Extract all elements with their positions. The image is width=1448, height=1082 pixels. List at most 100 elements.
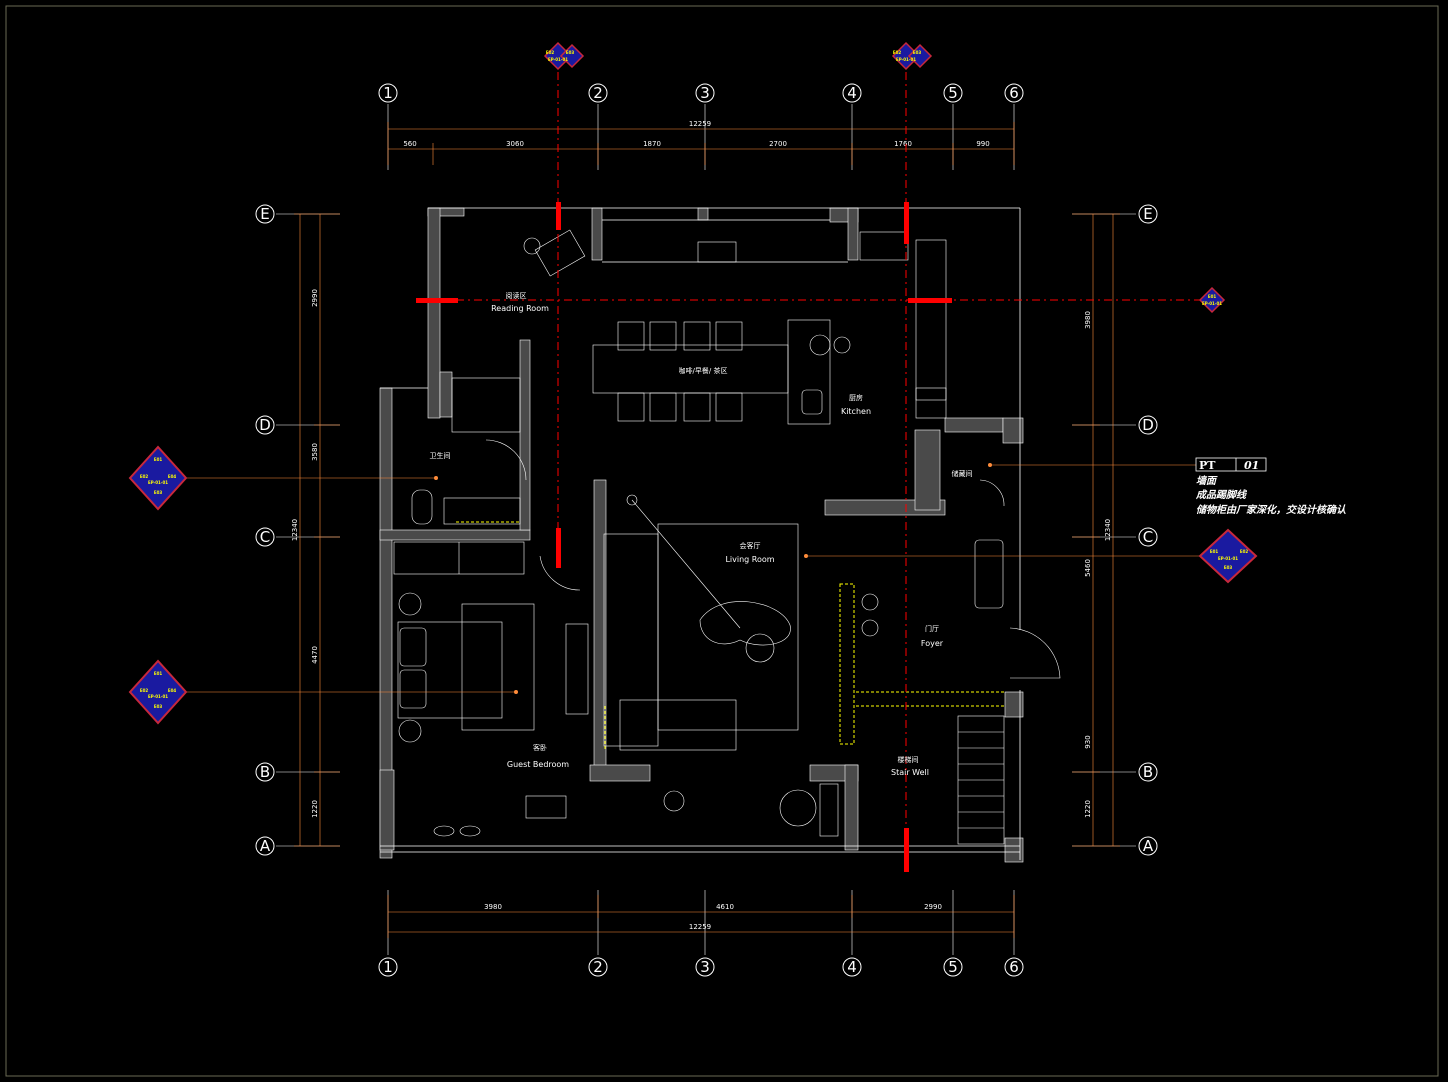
axis-label: 5 xyxy=(948,84,958,102)
room-label-reading-cn: 阅读区 xyxy=(506,291,527,300)
tag-code: E02 xyxy=(1240,549,1249,554)
room-label-stair-cn: 楼梯间 xyxy=(898,755,919,764)
dim-left-seg: 4470 xyxy=(311,646,319,664)
elevation-tag-top-right: E02 E03 EP-01-01 xyxy=(891,41,933,71)
axis-label: 4 xyxy=(847,84,857,102)
room-label-reading-en: Reading Room xyxy=(491,304,549,313)
axis-label: A xyxy=(260,837,271,855)
tag-sheet: EP-01-01 xyxy=(148,480,168,485)
dim-top-seg: 2700 xyxy=(769,140,787,148)
axis-label: 6 xyxy=(1009,84,1019,102)
tag-code: E03 xyxy=(566,50,575,55)
dim-top-seg: 1870 xyxy=(643,140,661,148)
walls xyxy=(379,207,1024,863)
leader-dots xyxy=(434,463,992,694)
tag-code: E04 xyxy=(168,474,177,479)
room-label-foyer-en: Foyer xyxy=(921,639,944,648)
axis-label: B xyxy=(260,763,270,781)
axis-label: 6 xyxy=(1009,958,1019,976)
tag-code: E03 xyxy=(1224,565,1233,570)
tag-code: E03 xyxy=(154,704,163,709)
room-label-guest-en: Guest Bedroom xyxy=(507,760,569,769)
tag-code: E01 xyxy=(154,457,163,462)
room-label-storage-cn: 储藏间 xyxy=(952,469,973,478)
dim-top-seg: 1760 xyxy=(894,140,912,148)
note-line-1: 墙面 xyxy=(1196,475,1218,487)
room-label-living-cn: 会客厅 xyxy=(740,541,761,550)
skirting-highlight xyxy=(456,521,1005,750)
dim-bottom-seg: 3980 xyxy=(484,903,502,911)
axis-label: 2 xyxy=(593,84,603,102)
axis-label: 2 xyxy=(593,958,603,976)
dim-left-seg: 1220 xyxy=(311,800,319,818)
tag-sheet: EP-01-01 xyxy=(148,694,168,699)
dim-right-seg: 3980 xyxy=(1084,311,1092,329)
tag-code: E02 xyxy=(546,50,555,55)
dim-right-seg: 1220 xyxy=(1084,800,1092,818)
dim-left-seg: 3580 xyxy=(311,443,319,461)
tag-sheet: EP-01-01 xyxy=(1202,301,1222,306)
dim-bottom-total: 12259 xyxy=(689,923,711,931)
tag-code: E03 xyxy=(913,50,922,55)
dim-left-seg: 2990 xyxy=(311,289,319,307)
axis-label: E xyxy=(1143,205,1152,223)
tag-code: E01 xyxy=(154,671,163,676)
tag-code: E01 xyxy=(1210,549,1219,554)
elevation-tag-left-bath: E01 E02 E04 E03 EP-01-01 xyxy=(128,445,188,511)
dim-right-seg: 5460 xyxy=(1084,559,1092,577)
section-cut-marks xyxy=(416,202,952,872)
exterior-outline xyxy=(380,207,1021,860)
elevation-tag-top-left: E02 E03 EP-01-01 xyxy=(543,41,585,71)
axis-label: D xyxy=(1142,416,1154,434)
axis-label: 1 xyxy=(383,958,393,976)
elevation-tag-right-living: E01 E02 E03 EP-01-01 xyxy=(1198,528,1258,584)
pt-code: PT xyxy=(1199,459,1216,472)
axis-label: D xyxy=(259,416,271,434)
axis-bubbles-top: 1 2 3 4 5 6 xyxy=(378,83,1024,103)
axis-label: 3 xyxy=(700,84,710,102)
note-line-2: 成品踢脚线 xyxy=(1195,489,1248,501)
bottom-dimension-lines xyxy=(387,895,1015,938)
top-dimension-lines xyxy=(387,122,1015,165)
sheet-frame xyxy=(5,5,1439,1077)
room-label-foyer-cn: 门厅 xyxy=(925,624,939,633)
tag-sheet: EP-01-01 xyxy=(896,57,916,62)
room-label-stair-en: Stair Well xyxy=(891,768,929,777)
leader-lines xyxy=(184,464,1200,693)
dim-bottom-seg: 2990 xyxy=(924,903,942,911)
tag-sheet: EP-01-01 xyxy=(1218,556,1238,561)
axis-label: 3 xyxy=(700,958,710,976)
room-label-bath-cn: 卫生间 xyxy=(430,451,451,460)
pt-number: 01 xyxy=(1244,459,1259,472)
elevation-tag-right-top: E01 EP-01-01 xyxy=(1198,286,1226,314)
right-dimension-lines xyxy=(1072,213,1120,847)
tag-code: E02 xyxy=(140,474,149,479)
axis-label: B xyxy=(1143,763,1153,781)
column-grid-lines xyxy=(387,104,1015,955)
axis-label: E xyxy=(260,205,269,223)
dim-top-seg: 3060 xyxy=(506,140,524,148)
dim-top-seg: 990 xyxy=(976,140,989,148)
dim-right-total: 12340 xyxy=(1104,519,1112,541)
axis-label: A xyxy=(1143,837,1154,855)
axis-label: 1 xyxy=(383,84,393,102)
furniture xyxy=(393,229,1061,845)
elevation-tag-left-bedroom: E01 E02 E04 E03 EP-01-01 xyxy=(128,659,188,725)
axis-label: 4 xyxy=(847,958,857,976)
axis-bubbles-right: E D C B A xyxy=(1138,204,1158,856)
dim-left-total: 12340 xyxy=(291,519,299,541)
tag-code: E01 xyxy=(1208,294,1217,299)
axis-label: 5 xyxy=(948,958,958,976)
dim-top-seg: 560 xyxy=(403,140,416,148)
axis-bubbles-bottom: 1 2 3 4 5 6 xyxy=(378,957,1024,977)
left-dimension-lines xyxy=(294,213,340,847)
room-label-guest-cn: 客卧 xyxy=(533,743,547,752)
axis-label: C xyxy=(1143,528,1153,546)
dim-right-seg: 930 xyxy=(1084,735,1092,748)
axis-bubbles-left: E D C B A xyxy=(255,204,275,856)
tag-code: E02 xyxy=(893,50,902,55)
dim-top-total: 12259 xyxy=(689,120,711,128)
material-note: PT 01 墙面 成品踢脚线 储物柜由厂家深化，交设计核确认 xyxy=(1195,457,1346,516)
tag-code: E02 xyxy=(140,688,149,693)
room-label-kitchen-en: Kitchen xyxy=(841,407,871,416)
